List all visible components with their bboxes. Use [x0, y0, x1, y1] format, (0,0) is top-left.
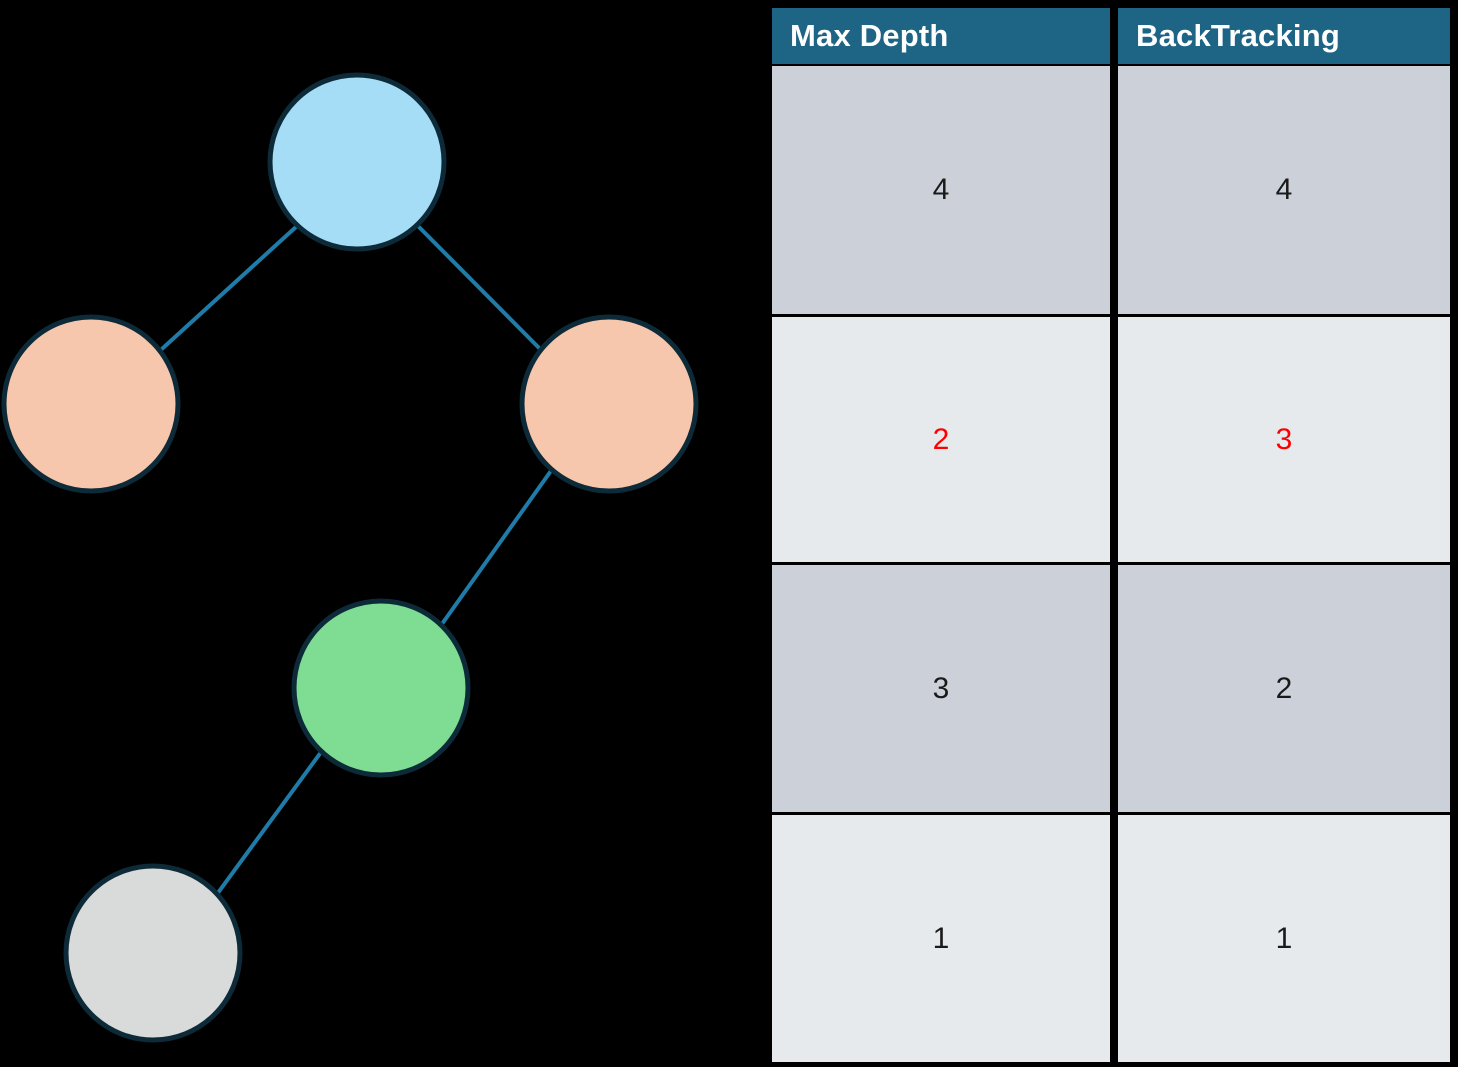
- tree-node-left-child: [1, 314, 181, 494]
- column-header-backtracking: BackTracking: [1118, 8, 1450, 64]
- edge-root-to-left-child: [150, 224, 299, 360]
- table-cell-max-depth-2: 3: [772, 565, 1110, 812]
- table-column-backtracking: BackTracking 4 3 2 1: [1118, 8, 1450, 1062]
- column-body-max-depth: 4 2 3 1: [772, 66, 1110, 1062]
- column-header-max-depth: Max Depth: [772, 8, 1110, 64]
- tree-node-leaf: [63, 863, 243, 1043]
- tree-node-root: [267, 72, 447, 252]
- edge-root-to-right-child: [416, 224, 551, 360]
- tree-diagram-svg: [1, 72, 699, 1043]
- column-body-backtracking: 4 3 2 1: [1118, 66, 1450, 1062]
- comparison-table-panel: Max Depth 4 2 3 1 BackTracking 4 3 2 1: [765, 0, 1458, 1067]
- table-cell-backtracking-1: 3: [1118, 317, 1450, 562]
- edge-grandchild-to-leaf: [210, 742, 329, 903]
- tree-edges: [150, 224, 555, 903]
- table-cell-max-depth-0: 4: [772, 66, 1110, 314]
- edge-right-child-to-grandchild: [435, 466, 555, 633]
- tree-node-right-child: [519, 314, 699, 494]
- table-cell-max-depth-3: 1: [772, 815, 1110, 1062]
- table-cell-backtracking-2: 2: [1118, 565, 1450, 812]
- tree-node-grandchild: [291, 598, 471, 778]
- table-cell-backtracking-0: 4: [1118, 66, 1450, 314]
- table-cell-backtracking-3: 1: [1118, 815, 1450, 1062]
- table-column-max-depth: Max Depth 4 2 3 1: [772, 8, 1110, 1062]
- table-cell-max-depth-1: 2: [772, 317, 1110, 562]
- tree-nodes: [1, 72, 699, 1043]
- tree-diagram-panel: [1, 72, 699, 1043]
